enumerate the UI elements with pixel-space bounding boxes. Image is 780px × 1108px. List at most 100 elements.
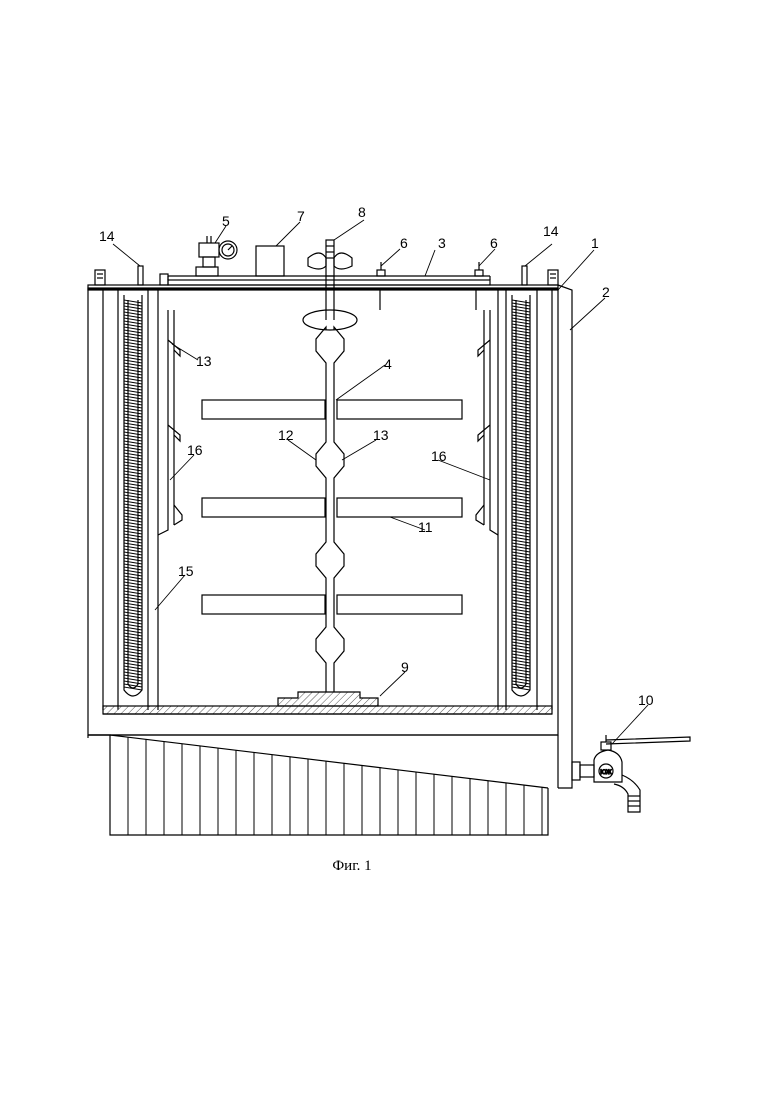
coil-turn (124, 372, 142, 378)
label-2: 2 (602, 284, 610, 300)
coil-turn (512, 342, 530, 348)
coil-turn (124, 684, 142, 690)
coil-turn (512, 384, 530, 390)
central-shaft (303, 276, 357, 692)
coil-turn (124, 438, 142, 444)
label-13-left: 13 (196, 353, 212, 369)
coil-turn (124, 360, 142, 366)
lid-bolt-right (475, 262, 483, 276)
coil-turn (512, 420, 530, 426)
right-baffle (476, 310, 498, 535)
figure-caption: Фиг. 1 (332, 858, 371, 874)
label-12: 12 (278, 427, 294, 443)
coil-turn (512, 630, 530, 636)
coil-turn (124, 546, 142, 552)
coil-turn (512, 318, 530, 324)
coil-turn (124, 606, 142, 612)
coil-turn (512, 576, 530, 582)
drain-valve: ЮЖ (572, 735, 690, 812)
coil-turn (124, 390, 142, 396)
coil-turn (124, 504, 142, 510)
terminal-left (95, 266, 168, 285)
coil-turn (512, 438, 530, 444)
coil-turn (512, 348, 530, 354)
label-5: 5 (222, 213, 230, 229)
coil-turn (512, 654, 530, 660)
coil-turn (512, 372, 530, 378)
coil-turn (124, 630, 142, 636)
coil-turn (124, 402, 142, 408)
coil-turn (124, 408, 142, 414)
coil-turn (124, 510, 142, 516)
coil-turn (124, 576, 142, 582)
label-10: 10 (638, 692, 654, 708)
coil-turn (124, 534, 142, 540)
coil-turn (512, 462, 530, 468)
label-14-right: 14 (543, 223, 559, 239)
label-11: 11 (418, 519, 433, 535)
coil-turn (512, 618, 530, 624)
label-16-left: 16 (187, 442, 203, 458)
coil-turn (124, 600, 142, 606)
label-8: 8 (358, 204, 366, 220)
coil-turn (124, 414, 142, 420)
coil-turn (124, 588, 142, 594)
coil-turn (124, 672, 142, 678)
coil-turn (512, 612, 530, 618)
coil-turn (124, 540, 142, 546)
coil-turn (512, 354, 530, 360)
coil-turn (512, 504, 530, 510)
coil-turn (512, 648, 530, 654)
label-3: 3 (438, 235, 446, 251)
coil-turn (124, 378, 142, 384)
coil-turn (124, 516, 142, 522)
pressure-gauge (196, 236, 237, 276)
coil-turn (512, 312, 530, 318)
coil-turn (124, 498, 142, 504)
coil-turn (124, 384, 142, 390)
coil-turn (512, 528, 530, 534)
lid-bolt-left (377, 262, 385, 276)
coil-turn (512, 684, 530, 690)
coil-turn (512, 570, 530, 576)
coil-turn (512, 534, 530, 540)
coil-turn (512, 450, 530, 456)
left-heater-channel (103, 290, 148, 710)
coil-turn (124, 342, 142, 348)
label-15: 15 (178, 563, 194, 579)
coil-turn (124, 432, 142, 438)
coil-turn (124, 492, 142, 498)
coil-turn (512, 330, 530, 336)
coil-turn (124, 312, 142, 318)
coil-turn (512, 642, 530, 648)
coil-turn (512, 474, 530, 480)
coil-turn (512, 600, 530, 606)
coil-turn (512, 360, 530, 366)
coil-turn (124, 564, 142, 570)
coil-turn (512, 624, 530, 630)
coil-turn (124, 648, 142, 654)
coil-turn (512, 666, 530, 672)
coil-turn (124, 552, 142, 558)
coil-turn (124, 450, 142, 456)
bottom-plate (103, 706, 552, 714)
coil-turn (512, 606, 530, 612)
label-6-right: 6 (490, 235, 498, 251)
control-box (256, 246, 284, 276)
coil-turn (124, 354, 142, 360)
coil-turn (124, 306, 142, 312)
coil-turn (512, 408, 530, 414)
coil-turn (124, 300, 142, 306)
coil-turn (124, 468, 142, 474)
coil-turn (124, 618, 142, 624)
cooling-fins (128, 737, 542, 835)
coil-turn (512, 564, 530, 570)
coil-turn (512, 552, 530, 558)
coil-turn (124, 348, 142, 354)
coil-turn (124, 624, 142, 630)
lid (168, 276, 490, 310)
coil-turn (124, 324, 142, 330)
coil-turn (512, 378, 530, 384)
coil-turn (124, 582, 142, 588)
